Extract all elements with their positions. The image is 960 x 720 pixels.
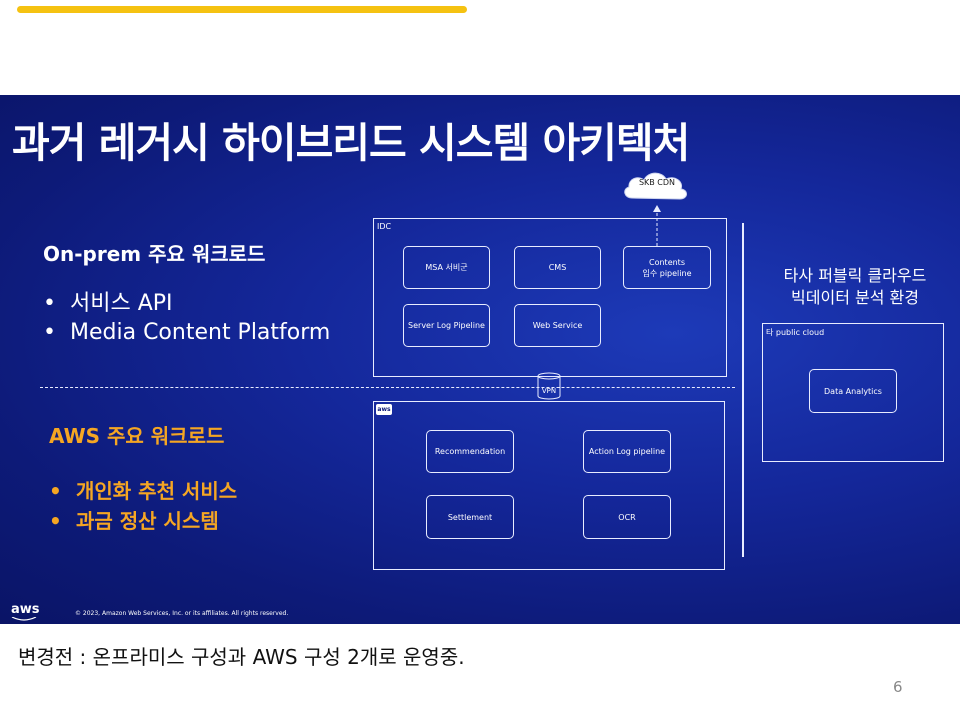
list-item: Media Content Platform <box>43 318 330 347</box>
web-service-node: Web Service <box>514 304 601 347</box>
aws-heading: AWS 주요 워크로드 <box>49 424 225 448</box>
list-item: 과금 정산 시스템 <box>49 506 237 536</box>
arrow-up-icon <box>653 205 661 212</box>
public-cloud-heading-line: 빅데이터 분석 환경 <box>791 288 919 307</box>
aws-list: 개인화 추천 서비스 과금 정산 시스템 <box>49 476 237 536</box>
recommendation-node: Recommendation <box>426 430 514 473</box>
aws-logo: aws <box>11 602 40 617</box>
contents-pipeline-node: Contents 입수 pipeline <box>623 246 711 289</box>
boundary-divider <box>40 387 735 388</box>
onprem-heading: On-prem 주요 워크로드 <box>43 242 266 266</box>
public-cloud-label: 타 public cloud <box>766 328 825 337</box>
ocr-node: OCR <box>583 495 671 539</box>
aws-smile-icon <box>11 617 37 621</box>
public-cloud-box: 타 public cloud <box>762 323 944 462</box>
vpn-label: VPN <box>541 387 557 395</box>
contents-line: 입수 pipeline <box>642 268 692 278</box>
idc-box: IDC <box>373 218 727 377</box>
aws-logo-badge: aws <box>376 404 392 415</box>
slide-title: 과거 레거시 하이브리드 시스템 아키텍처 <box>12 119 690 167</box>
accent-bar <box>17 6 467 13</box>
public-cloud-heading: 타사 퍼블릭 클라우드 빅데이터 분석 환경 <box>762 265 948 309</box>
msa-node: MSA 서비군 <box>403 246 490 289</box>
page-number: 6 <box>893 678 903 696</box>
copyright-text: © 2023, Amazon Web Services, Inc. or its… <box>75 610 289 617</box>
vertical-divider <box>742 223 744 557</box>
settlement-node: Settlement <box>426 495 514 539</box>
cloud-icon <box>624 172 687 200</box>
list-item: 서비스 API <box>43 289 330 318</box>
aws-box: aws <box>373 401 725 570</box>
slide-caption: 변경전 : 온프라미스 구성과 AWS 구성 2개로 운영중. <box>18 645 465 669</box>
public-cloud-heading-line: 타사 퍼블릭 클라우드 <box>783 266 927 285</box>
data-analytics-node: Data Analytics <box>809 369 897 413</box>
list-item: 개인화 추천 서비스 <box>49 476 237 506</box>
slide: 과거 레거시 하이브리드 시스템 아키텍처 On-prem 주요 워크로드 서비… <box>0 95 960 624</box>
server-log-node: Server Log Pipeline <box>403 304 490 347</box>
idc-label: IDC <box>377 222 392 231</box>
cdn-label: SKB CDN <box>638 178 676 187</box>
cms-node: CMS <box>514 246 601 289</box>
contents-line: Contents <box>649 257 685 267</box>
action-log-node: Action Log pipeline <box>583 430 671 473</box>
onprem-list: 서비스 API Media Content Platform <box>43 289 330 347</box>
